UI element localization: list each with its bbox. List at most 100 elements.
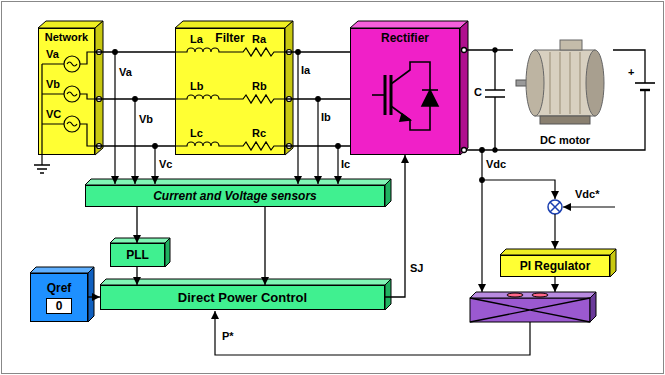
voltage-sources [64,86,80,102]
power-reference: P* [222,330,234,343]
filter-housing [175,21,293,155]
dc-voltage-loop [482,180,555,199]
voltage-signal: Vb [139,113,153,126]
inductor-resistor-symbols [175,48,285,56]
sensor-taps [154,146,155,184]
sensor-taps [297,52,298,184]
block-faces [30,179,616,322]
resistor-name: Rb [252,80,267,93]
sensor-bar: Current and Voltage sensors [85,185,385,207]
voltage-sources [64,116,80,132]
sensor-taps [114,52,115,184]
source-name: Va [46,48,59,61]
dc-motor-picture [586,50,604,116]
igbt-diode-symbol [391,106,430,130]
igbt-diode-symbol [372,62,438,130]
signal-connector [95,98,175,99]
dc-bus-wires [462,48,656,153]
inductor-resistor-symbols [175,48,292,150]
sensor-taps [134,99,135,184]
source-name: VC [46,108,61,121]
resistor-name: Rc [252,127,266,140]
current-signal: Ic [341,158,350,171]
igbt-diode-symbol [372,94,385,96]
inductor-name: Lc [190,127,203,140]
signal-connector [285,98,350,99]
box-title: PLL [126,248,149,262]
rectifier-housing [350,21,468,28]
dc-voltage-loop [548,200,562,214]
network-housing [38,28,95,155]
dc-voltage-loop [554,214,555,249]
dc-motor-picture [550,52,580,114]
igbt-diode-symbol [390,75,393,115]
dc-bus-wires [640,89,650,91]
multiplier-block [470,298,590,322]
dc-voltage-loop [481,150,482,292]
filter-housing [175,28,285,155]
voltage-sources [80,94,95,99]
dc-bus-wires [635,82,655,84]
filter-housing [285,21,293,155]
network-housing [38,21,103,155]
block-faces [165,238,170,267]
dc-voltage-loop [215,148,615,355]
dc-voltage-signal: Vdc [486,158,506,171]
dc-motor-picture [560,40,582,50]
multiplier-block [470,292,596,298]
sensor-taps [337,146,338,184]
signal-connector [264,207,265,285]
signal-connector [95,51,175,52]
box-title: Filter [215,31,244,45]
capacitor-symbol [485,50,505,150]
dc-bus-wires [462,48,467,53]
rectifier-housing [460,21,468,155]
dc-motor-picture [540,116,590,124]
box-title: Direct Power Control [178,290,307,306]
voltage-sources [80,52,95,64]
voltage-sources [67,92,77,96]
current-signal: Ia [301,64,310,77]
current-signal: Ib [321,111,331,124]
sensor-taps [317,99,318,184]
network-box: Network [38,28,95,155]
inductor-resistor-symbols [175,95,285,103]
signal-connector [136,267,137,285]
dc-voltage-loop [550,202,560,212]
voltage-sources [42,64,64,165]
voltage-signal: Vc [159,158,172,171]
capacitor-symbol [493,148,497,152]
signal-connector [385,155,405,297]
block-faces [385,279,391,310]
voltage-signal: Va [119,66,132,79]
voltage-sources [67,62,77,66]
signal-connector [136,207,137,243]
box-title: Rectifier [381,31,429,45]
switching-signal: SJ [409,262,424,275]
motor-name: DC motor [540,134,590,147]
voltage-sources [42,50,102,166]
regulator-box: PI Regulator [500,255,610,277]
signal-connector [88,296,100,297]
block-faces [88,267,94,322]
dc-bus-wires [462,148,467,153]
igbt-diode-symbol [384,75,387,115]
signal-connector [95,145,175,146]
dc-motor-picture [513,38,613,128]
polarity-mark: + [628,66,634,79]
multiplier-block [470,292,596,322]
box-title: Network [45,31,88,44]
network-housing [38,21,103,28]
ground-symbol [34,165,50,173]
capacitor-name: C [474,86,482,99]
dc-voltage-loop [554,277,555,292]
box-title: Current and Voltage sensors [153,189,317,203]
dc-motor-picture [526,50,544,116]
value-text: 0 [46,298,73,314]
signal-connector [285,145,350,146]
igbt-diode-symbol [422,89,438,91]
dc-voltage-loop [563,206,615,207]
capacitor-symbol [485,48,505,152]
